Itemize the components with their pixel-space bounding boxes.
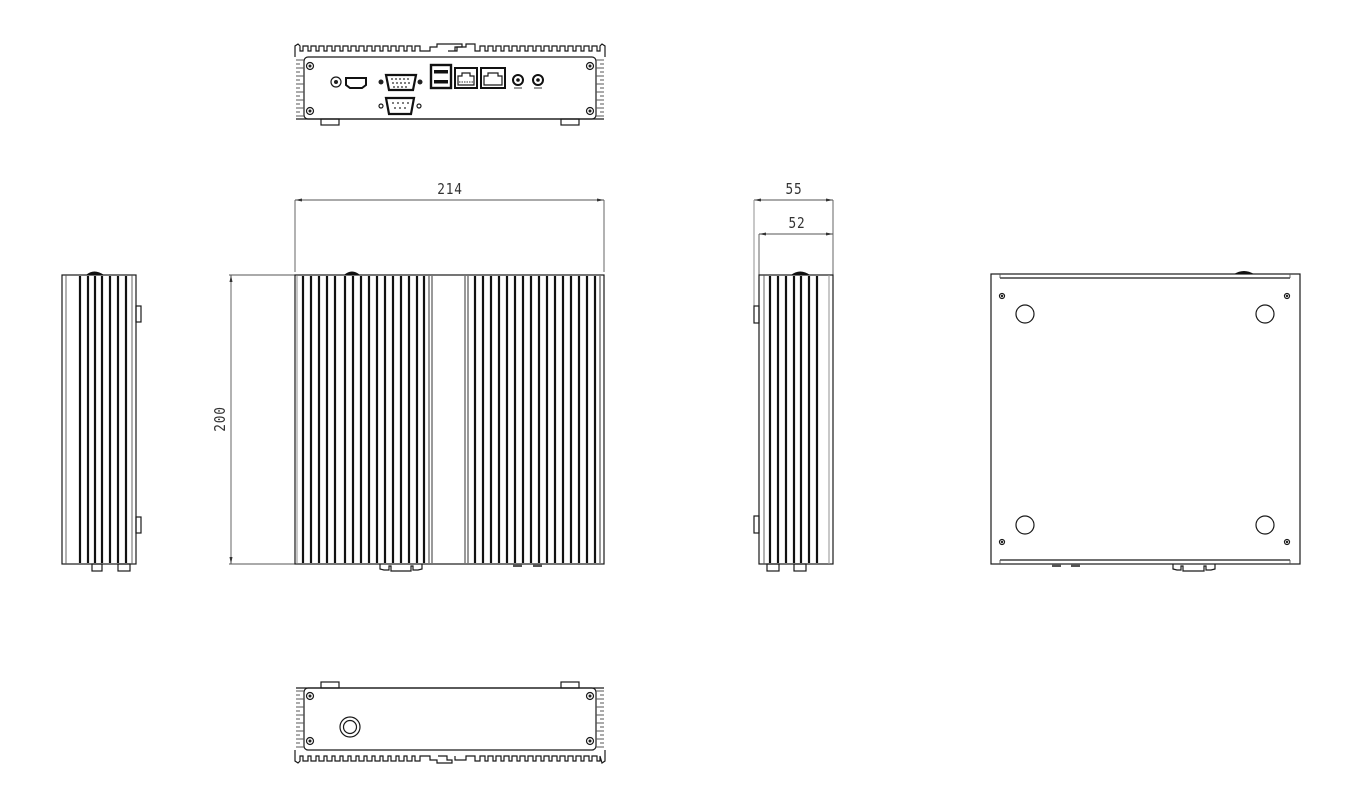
dimension-label-width: 214 [437, 180, 463, 198]
power-button-icon [330, 76, 342, 88]
top-view [229, 198, 605, 572]
dimension-label-overall-height: 55 [785, 180, 803, 198]
dimension-label-depth: 200 [211, 406, 229, 432]
screw-icon [585, 61, 595, 71]
front-io-view [294, 43, 606, 126]
mounting-hole-icon [1255, 304, 1275, 324]
audio-jack-icon [532, 74, 544, 89]
screw-icon [585, 691, 595, 701]
dc-power-jack-icon [339, 716, 361, 738]
mounting-hole-icon [1015, 304, 1035, 324]
dimension-height-body [758, 232, 833, 275]
screw-icon [998, 538, 1006, 546]
screw-icon [305, 106, 315, 116]
screw-icon [1283, 292, 1291, 300]
dimension-width [294, 198, 605, 272]
rear-view [294, 681, 606, 764]
right-side-view [753, 198, 834, 572]
vga-port-icon [378, 73, 423, 92]
audio-jack-icon [512, 74, 524, 89]
usb-port-icon [429, 63, 453, 90]
screw-icon [1283, 538, 1291, 546]
screw-icon [305, 736, 315, 746]
mounting-hole-icon [1015, 515, 1035, 535]
lan-port-icon [454, 67, 478, 89]
bottom-view [990, 271, 1301, 572]
dimension-label-body-height: 52 [788, 214, 806, 232]
hdmi-port-icon [345, 77, 367, 89]
screw-icon [585, 106, 595, 116]
dimension-depth [229, 274, 295, 565]
lan-port-icon [480, 67, 506, 89]
left-side-view [61, 271, 142, 572]
screw-icon [305, 61, 315, 71]
screw-icon [305, 691, 315, 701]
dimension-height-overall [753, 198, 834, 275]
screw-icon [998, 292, 1006, 300]
screw-icon [585, 736, 595, 746]
mounting-hole-icon [1255, 515, 1275, 535]
com-port-icon [378, 96, 422, 116]
